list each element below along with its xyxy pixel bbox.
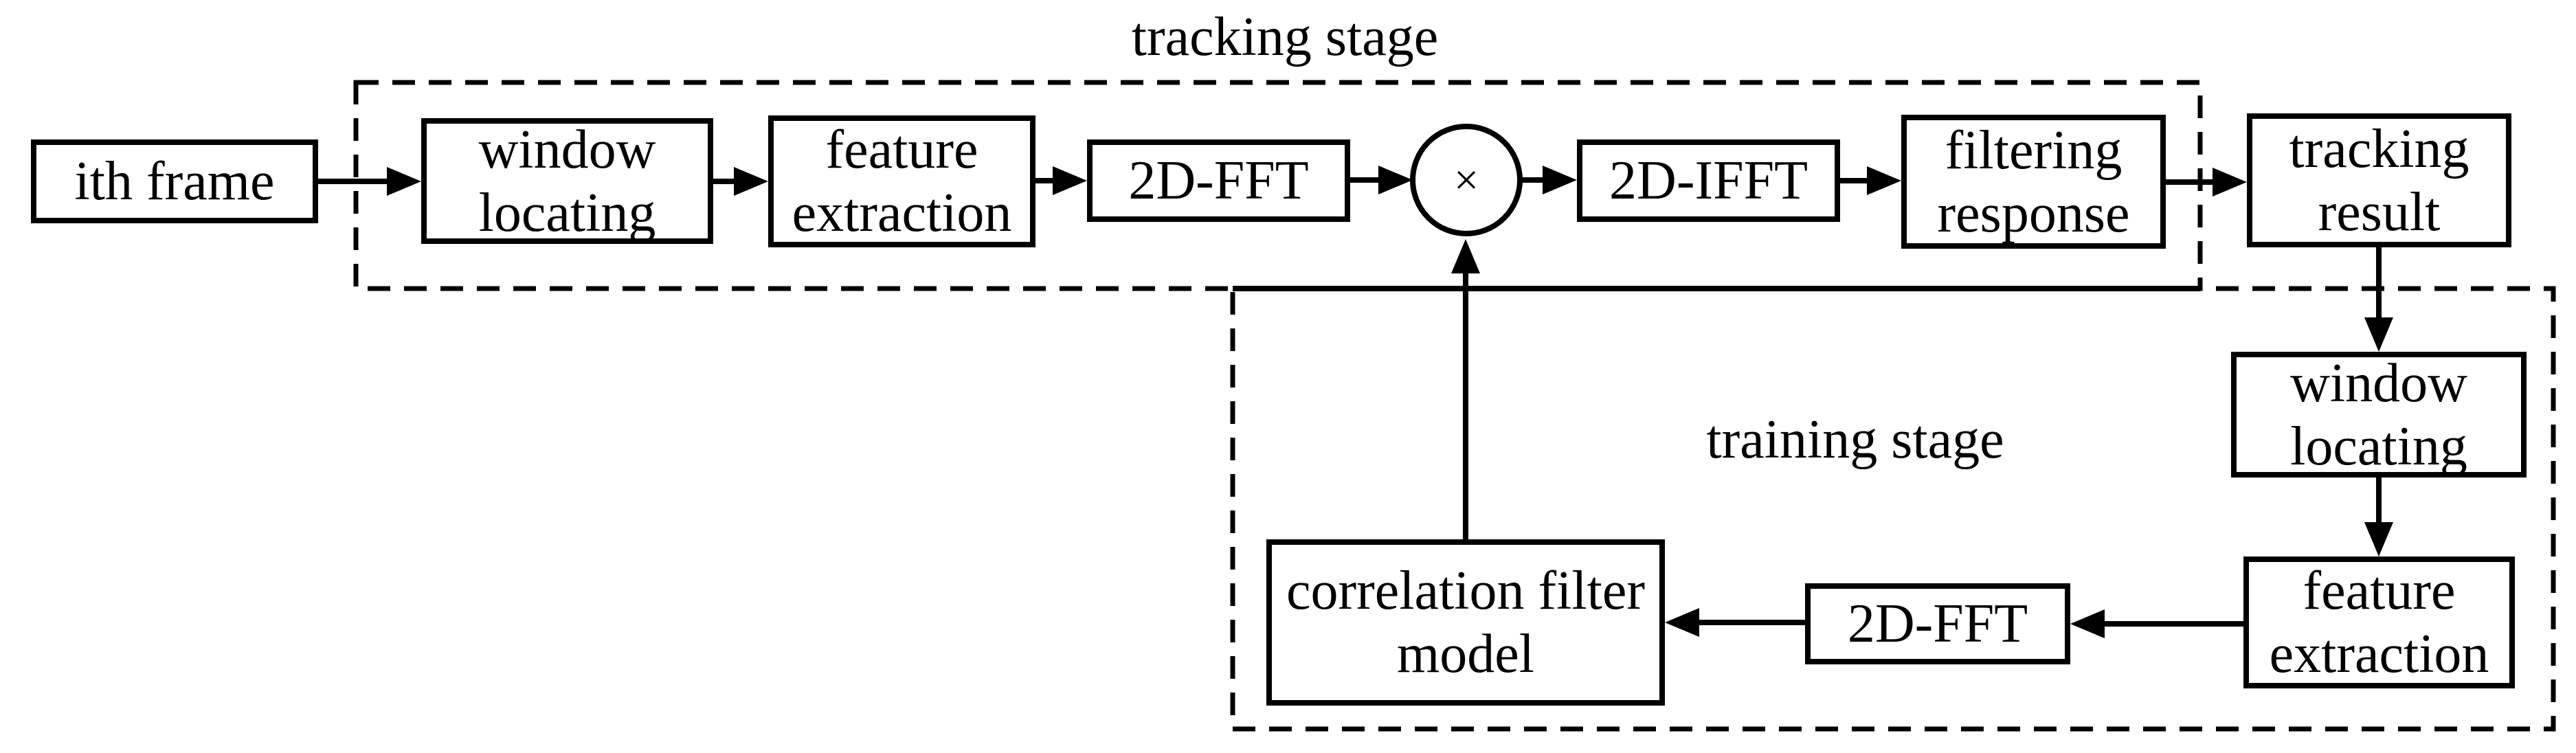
node-feature-extraction-training: feature extraction	[2243, 557, 2515, 688]
training-stage-label: training stage	[1706, 409, 2004, 470]
node-2d-ifft: 2D-IFFT	[1577, 139, 1840, 222]
node-ith-frame: ith frame	[31, 139, 318, 223]
node-filtering-response: filtering response	[1901, 115, 2166, 249]
arrow-windowlocating-to-featureextraction	[713, 167, 768, 196]
node-label: ith frame	[74, 151, 275, 212]
arrow-filteringresponse-to-trackingresult	[2166, 168, 2247, 196]
arrow-ifft-to-filteringresponse	[1840, 166, 1901, 195]
tracking-stage-label: tracking stage	[1131, 7, 1439, 67]
arrow-fft2-to-correlationfilter	[1665, 608, 1805, 637]
node-label: 2D-IFFT	[1609, 150, 1808, 211]
node-tracking-result: tracking result	[2247, 113, 2511, 247]
node-label: window locating	[2290, 352, 2467, 477]
node-label: tracking result	[2289, 118, 2469, 243]
arrow-featureextraction2-to-fft2	[2070, 609, 2243, 638]
node-2d-fft-tracking: 2D-FFT	[1087, 139, 1350, 222]
arrow-featureextraction-to-fft	[1035, 166, 1087, 195]
node-feature-extraction-tracking: feature extraction	[768, 115, 1035, 247]
arrow-multiply-to-ifft	[1520, 166, 1577, 194]
node-label: window locating	[478, 119, 656, 243]
arrow-windowlocating2-to-featureextraction2	[2364, 477, 2393, 557]
arrow-correlationfilter-to-multiply	[1451, 239, 1480, 539]
node-correlation-filter-model: correlation filter model	[1266, 539, 1665, 706]
node-label: 2D-FFT	[1128, 150, 1309, 211]
node-label: filtering response	[1937, 120, 2130, 244]
node-label: feature extraction	[792, 120, 1012, 243]
node-label: correlation filter model	[1286, 561, 1645, 684]
node-2d-fft-training: 2D-FFT	[1805, 583, 2070, 664]
arrow-ithframe-to-windowlocating	[318, 167, 421, 196]
node-window-locating-training: window locating	[2231, 352, 2527, 477]
arrow-trackingresult-to-windowlocating2	[2364, 247, 2393, 352]
arrow-fft-to-multiply	[1350, 166, 1413, 194]
multiply-circle	[1410, 124, 1523, 236]
node-label: feature extraction	[2269, 561, 2489, 684]
multiply-operator: ×	[1453, 155, 1479, 204]
node-label: 2D-FFT	[1847, 594, 2028, 654]
node-window-locating-tracking: window locating	[421, 118, 713, 244]
